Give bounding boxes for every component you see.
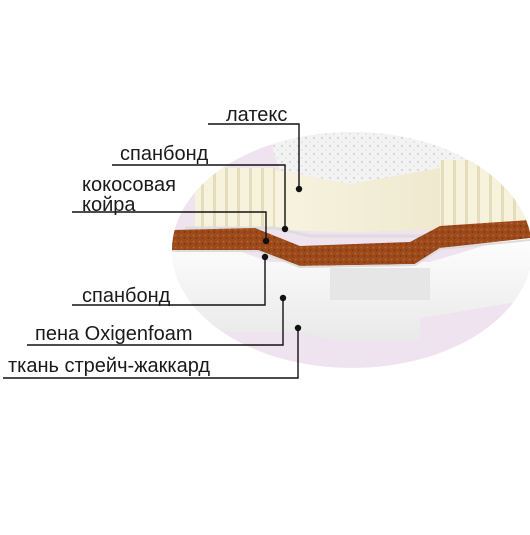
dot-spunbond-bottom bbox=[261, 253, 269, 261]
label-spunbond-bottom: спанбонд bbox=[82, 285, 171, 307]
dot-spunbond-top bbox=[281, 225, 289, 233]
latex-right-block bbox=[440, 160, 530, 230]
dot-coir bbox=[262, 237, 270, 245]
spunbond-bottom-layer bbox=[172, 239, 530, 269]
leader-fabric bbox=[3, 328, 299, 379]
label-spunbond-top: спанбонд bbox=[120, 143, 209, 165]
label-coir-line2: койра bbox=[82, 194, 136, 216]
dot-foam bbox=[279, 294, 287, 302]
coir-layer bbox=[172, 220, 530, 266]
leader-spunbond-top bbox=[112, 164, 286, 228]
latex-left-block bbox=[195, 168, 275, 228]
label-foam: пена Oxigenfoam bbox=[35, 323, 193, 345]
leader-lines bbox=[3, 123, 300, 379]
leader-foam bbox=[27, 298, 284, 346]
dot-fabric bbox=[294, 324, 302, 332]
dot-latex bbox=[295, 185, 303, 193]
label-coir-line1: кокосовая bbox=[82, 174, 176, 196]
leader-spunbond-bottom bbox=[72, 257, 266, 306]
leader-latex bbox=[208, 123, 300, 188]
leader-coir bbox=[72, 211, 267, 240]
leader-dots bbox=[261, 185, 303, 332]
label-fabric: ткань стрейч-жаккард bbox=[8, 355, 211, 377]
foam-step-shadow bbox=[330, 268, 430, 300]
cutaway-oval bbox=[172, 132, 530, 368]
latex-center-block bbox=[275, 168, 440, 232]
label-latex: латекс bbox=[226, 104, 288, 126]
